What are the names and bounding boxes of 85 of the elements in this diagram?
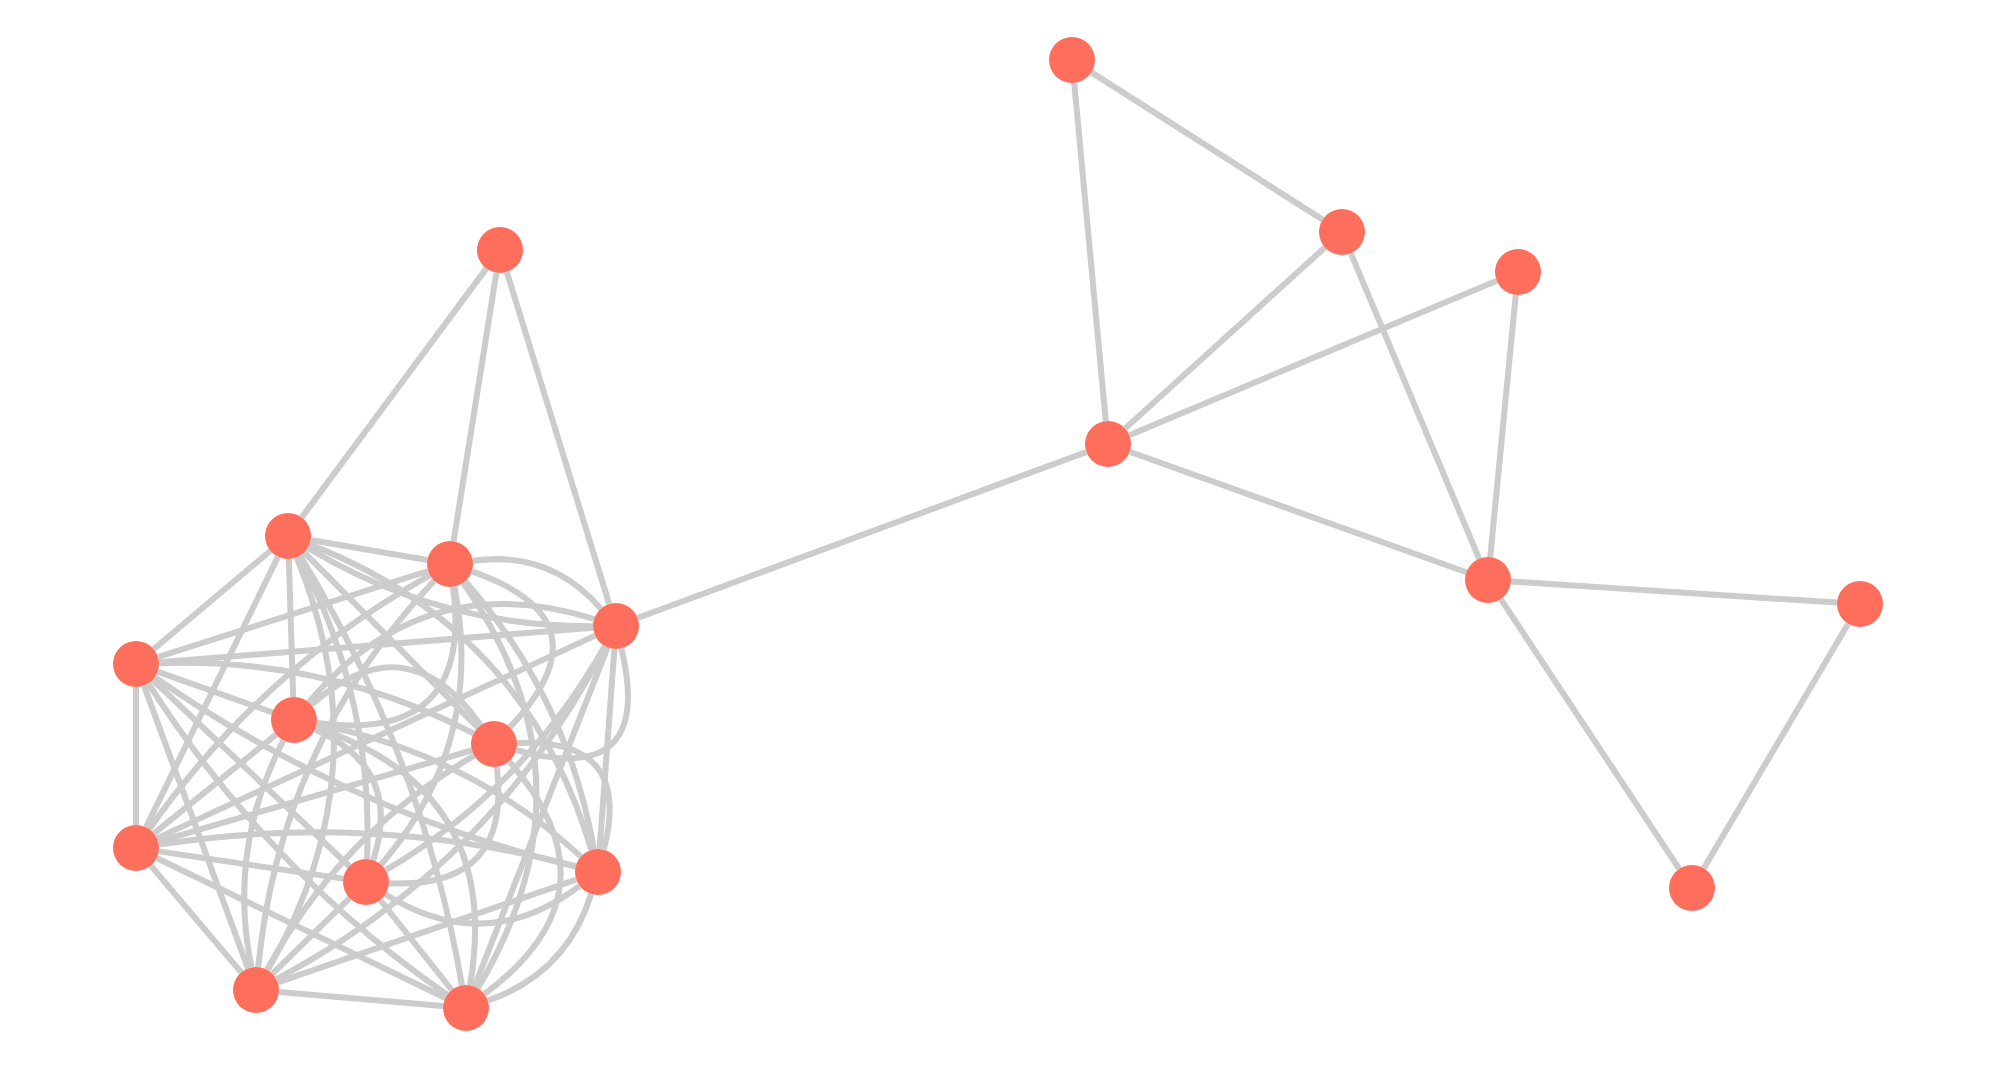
connector-line — [377, 898, 455, 992]
node-circle — [271, 697, 317, 743]
node-circle — [233, 967, 279, 1013]
node-circle — [343, 859, 389, 905]
node-circle — [1669, 865, 1715, 911]
connector-line — [306, 601, 595, 705]
connector-line — [264, 556, 337, 972]
connector-line — [143, 555, 281, 829]
node-circle — [593, 603, 639, 649]
connector-line — [462, 579, 597, 850]
connector-line — [151, 548, 273, 652]
connector-line — [596, 648, 618, 850]
connector-line — [158, 829, 577, 870]
connector-line — [471, 646, 611, 988]
connector-line — [157, 747, 473, 845]
connector-line — [133, 687, 139, 825]
node-circle — [1837, 581, 1883, 627]
connector-line — [1128, 448, 1468, 576]
connector-line — [450, 272, 500, 542]
connector-line — [472, 556, 603, 611]
connector-line — [158, 848, 344, 882]
connector-line — [299, 266, 489, 520]
connector-line — [278, 989, 444, 1009]
connector-line — [241, 739, 287, 968]
connector-line — [482, 759, 564, 997]
connector-line — [306, 545, 594, 630]
node-circle — [1465, 557, 1511, 603]
connector-line — [153, 674, 577, 870]
connector-line — [146, 572, 432, 831]
connector-line — [460, 581, 540, 990]
connector-line — [157, 568, 429, 660]
connector-line — [255, 578, 437, 968]
node-circle — [1085, 421, 1131, 467]
connector-line — [383, 883, 582, 927]
node-circle — [471, 721, 517, 767]
connector-line — [151, 732, 279, 836]
connector-line — [314, 724, 478, 986]
connector-line — [308, 541, 595, 851]
node-circle — [575, 849, 621, 895]
node-circle — [1319, 209, 1365, 255]
connector-line — [1498, 597, 1682, 871]
connector-line — [516, 739, 613, 851]
connector-line — [145, 681, 449, 998]
connector-line — [285, 558, 297, 698]
node-circle — [113, 641, 159, 687]
node-circle — [1495, 249, 1541, 295]
connector-line — [155, 632, 597, 842]
connector-line — [309, 664, 484, 728]
connector-line — [316, 586, 459, 729]
connector-line — [158, 624, 594, 666]
node-circle — [427, 541, 473, 587]
connector-line — [1089, 69, 1325, 223]
node-circle — [477, 227, 523, 273]
connector-line — [313, 726, 384, 861]
connector-line — [150, 677, 352, 869]
node-circle — [265, 513, 311, 559]
connector-line — [1128, 278, 1498, 438]
connector-line — [515, 647, 631, 762]
connector-line — [156, 668, 274, 716]
connector-line — [302, 550, 480, 730]
connector-line — [503, 271, 613, 605]
connector-line — [384, 644, 608, 873]
node-circle — [1049, 37, 1095, 83]
node-circle — [443, 985, 489, 1031]
connector-line — [388, 766, 502, 887]
connector-line — [141, 684, 251, 970]
connector-line — [310, 537, 428, 563]
connector-line — [470, 568, 556, 730]
connector-line — [1701, 622, 1851, 870]
connector-line — [276, 876, 578, 986]
connector-line — [636, 449, 1088, 621]
connector-line — [1510, 578, 1838, 606]
connector-line — [1123, 245, 1327, 431]
connector-line — [270, 896, 352, 976]
connector-line — [1487, 294, 1519, 558]
connector-line — [486, 893, 595, 1004]
connector-line — [264, 753, 476, 972]
node-circle — [113, 825, 159, 871]
connector-line — [158, 659, 475, 737]
connector-line — [155, 855, 447, 1001]
connector-line — [1348, 252, 1482, 560]
connector-line — [297, 554, 465, 986]
connector-line — [378, 586, 465, 867]
connector-line — [148, 863, 244, 975]
connector-line — [1071, 82, 1109, 422]
